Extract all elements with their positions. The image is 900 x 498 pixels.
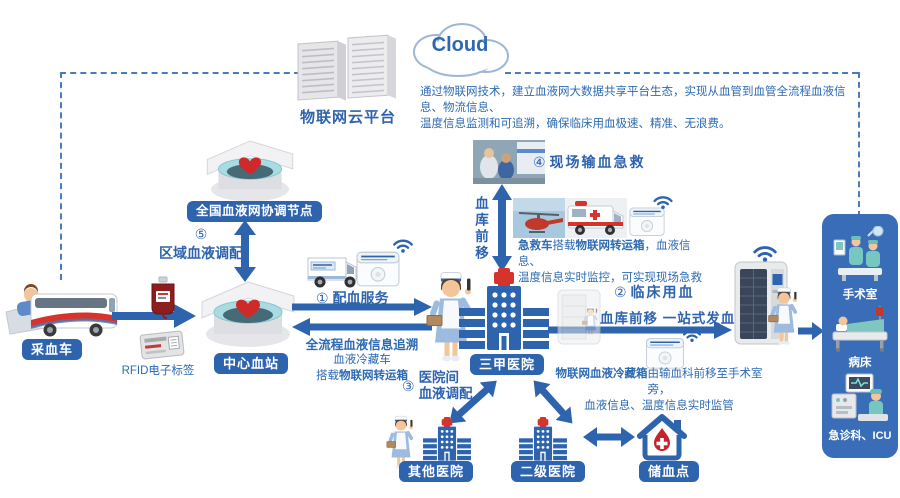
national-node-building-icon	[198, 128, 302, 206]
arrow-station-to-hospital	[292, 298, 432, 316]
step5-region-allocation: ⑤ 区域血液调配	[146, 226, 256, 263]
panel-label-ward-bed: 病床	[848, 357, 872, 369]
cloud-description-line1: 通过物联网技术，建立血液网大数据共享平台生态，实现从血管到血管全流程血液信息、物…	[420, 86, 846, 115]
nurse-icon	[768, 286, 800, 348]
arrow-hospital-to-station	[292, 318, 432, 336]
wifi-icon	[682, 327, 702, 342]
ambulance-rest: ，血液信息、	[518, 240, 691, 269]
ambulance-note: 急救车搭载物联网转运箱，血液信息、 温度信息实时监控，可实现现场急救	[518, 238, 708, 286]
national-node-label: 全国血液网协调节点	[187, 201, 323, 222]
tertiary-hospital-building-icon	[458, 268, 550, 360]
other-hospital-label: 其他医院	[399, 461, 474, 482]
step3-number: ③	[402, 377, 415, 394]
operating-room-scene	[832, 226, 888, 282]
central-station-building-icon	[196, 268, 300, 352]
dashed-line-top-left	[60, 72, 300, 74]
step4-number: ④	[533, 154, 546, 170]
trace-note: 全流程血液信息追溯	[296, 337, 428, 355]
storage-point-house-icon	[637, 414, 687, 461]
server-rack-icon	[297, 34, 396, 101]
dashed-line-right	[858, 72, 860, 217]
ward-bed-scene	[830, 304, 890, 352]
rfid-tag-icon	[139, 330, 185, 360]
cold-chain-bold: 物联网转运箱	[339, 370, 408, 383]
ambulance-bold2: 物联网转运箱	[575, 240, 645, 252]
wifi-icon	[752, 242, 778, 262]
panel-label-operating-room: 手术室	[842, 289, 878, 301]
collection-bus-label: 采血车	[22, 339, 83, 360]
arrow-national-central	[234, 220, 256, 282]
blood-bag-icon	[151, 276, 175, 319]
arrow-tertiary-other	[449, 380, 497, 424]
arrow-fridge-to-panel	[798, 322, 824, 340]
cold-chain-line1: 血液冷藏车	[333, 354, 391, 366]
storage-point-label: 储血点	[639, 461, 700, 482]
blood-bank-forward-label: 血库前移	[473, 196, 488, 262]
icu-scene	[830, 372, 890, 424]
step4-label: 现场输血急救	[549, 154, 646, 170]
secondary-hospital-building-icon	[510, 417, 576, 466]
iot-blood-fridge-box-icon	[644, 333, 686, 370]
tertiary-hospital-label: 三甲医院	[470, 354, 545, 375]
rescue-photo	[473, 140, 545, 184]
step2-sub: 血库前移 一站式发血	[600, 311, 736, 326]
cloud-description: 通过物联网技术，建立血液网大数据共享平台生态，实现从血管到血管全流程血液信息、物…	[420, 84, 862, 132]
arrow-bus-to-station	[112, 304, 196, 328]
cold-chain-note: 血液冷藏车 搭载物联网转运箱	[298, 352, 426, 384]
step3-interhospital-allocation: ③ 医院间 血液调配	[402, 370, 473, 402]
step2-clinical-use: ② 临床用血	[614, 282, 694, 302]
step3-line2: 血液调配	[418, 386, 473, 402]
wifi-icon	[652, 193, 674, 209]
step2-label: 临床用血	[630, 284, 695, 300]
cloud-description-line2: 温度信息监测和可追溯，确保临床用血极速、精准、无浪费。	[420, 118, 731, 131]
blood-bus-icon	[30, 293, 118, 337]
step5-label: 区域血液调配	[159, 245, 243, 261]
secondary-hospital-label: 二级医院	[511, 461, 586, 482]
step4-onsite-rescue: ④ 现场输血急救	[533, 152, 645, 172]
cloud-icon	[413, 23, 509, 77]
iot-cloud-platform-label: 物联网云平台	[299, 109, 396, 126]
fridge-note-line2: 血液信息、温度信息实时监管	[584, 400, 734, 413]
fridge-note: 物联网血液冷藏箱由输血科前移至手术室旁， 血液信息、温度信息实时监管	[550, 366, 768, 414]
rfid-label: RFID电子标签	[121, 365, 195, 377]
fridge-rest: 由输血科前移至手术室旁，	[647, 368, 763, 397]
cold-chain-line2: 搭载物联网转运箱	[298, 368, 426, 384]
step1-number: ①	[316, 290, 329, 306]
ambulance-photo	[565, 198, 627, 238]
ambulance-bold1: 急救车	[518, 240, 553, 252]
wifi-icon	[392, 236, 414, 253]
ambulance-note-line2: 温度信息实时监控，可实现现场急救	[518, 272, 702, 285]
arrow-hospital-to-rescue	[492, 184, 512, 272]
dashed-line-top-right	[505, 72, 858, 74]
arrow-tertiary-secondary	[533, 380, 573, 424]
step1-matching-service: ① 配血服务	[316, 288, 388, 308]
step3-line1: 医院间	[418, 370, 460, 385]
cold-chain-van-icon	[307, 257, 357, 288]
panel-label-emergency-icu: 急诊科、ICU	[828, 430, 892, 442]
arrow-secondary-storage	[583, 427, 635, 447]
fridge-bold: 物联网血液冷藏箱	[555, 368, 648, 380]
cloud-label: Cloud	[431, 34, 489, 56]
central-station-label: 中心血站	[214, 353, 289, 374]
arrow-hospital-to-fridge	[548, 321, 732, 339]
step1-label: 配血服务	[332, 290, 389, 306]
fridge-note-line1: 物联网血液冷藏箱由输血科前移至手术室旁，	[550, 366, 768, 398]
ghost-fridge-icon	[556, 288, 602, 348]
step5-number: ⑤	[194, 226, 208, 242]
helicopter-photo	[513, 198, 565, 238]
ambulance-mid: 搭载	[552, 240, 576, 252]
cold-chain-pre: 搭载	[316, 370, 339, 383]
step2-number: ②	[614, 284, 627, 300]
ambulance-note-line1: 急救车搭载物联网转运箱，血液信息、	[518, 238, 708, 270]
trace-text: 全流程血液信息追溯	[305, 338, 419, 352]
other-hospital-building-icon	[414, 417, 480, 466]
dashed-line-left	[60, 72, 62, 280]
